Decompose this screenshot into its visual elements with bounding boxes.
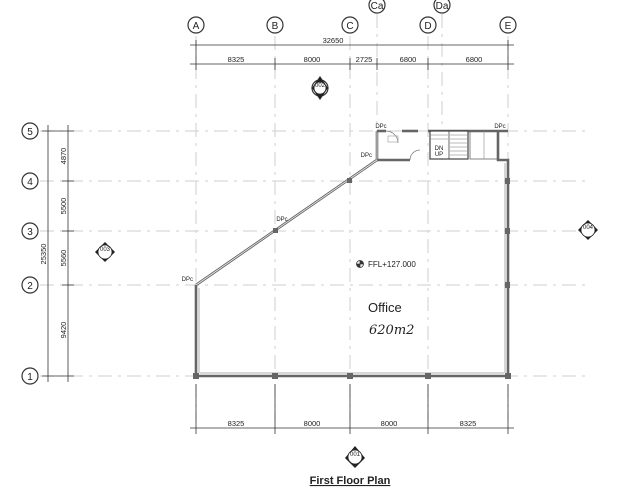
section-marker-bottom: 001 bbox=[345, 446, 365, 468]
section-ref-top: 002 bbox=[315, 83, 326, 89]
stair-up-tag: UP bbox=[435, 152, 443, 158]
bottom-dimension-string: 8325 8000 8000 8325 bbox=[190, 384, 514, 434]
row-bubble-5: 5 bbox=[21, 122, 39, 140]
section-marker-left: 003 bbox=[95, 242, 115, 262]
bottom-dimension-c-d: 8000 bbox=[381, 419, 398, 428]
column-bubble-b: B bbox=[266, 16, 284, 34]
top-total-dimension: 32650 bbox=[323, 36, 344, 45]
column-tag-a2: DPc bbox=[182, 277, 193, 283]
section-marker-right: 004 bbox=[578, 220, 598, 240]
top-dimension-c-ca: 2725 bbox=[356, 55, 373, 64]
section-ref-bottom: 001 bbox=[350, 452, 361, 458]
row-bubble-3: 3 bbox=[21, 222, 39, 240]
column-tag-ca4: DPc bbox=[361, 153, 372, 159]
column-label-b: B bbox=[272, 21, 279, 32]
column-bubble-d: D bbox=[419, 16, 437, 34]
column-label-d: D bbox=[424, 21, 431, 32]
drawing-title: First Floor Plan bbox=[310, 475, 391, 487]
column-bubble-a: A bbox=[187, 16, 205, 34]
column-bubble-da: Da bbox=[433, 0, 451, 14]
row-label-1: 1 bbox=[27, 372, 33, 383]
left-dimension-3-4: 5500 bbox=[59, 198, 68, 215]
row-bubble-2: 2 bbox=[21, 276, 39, 294]
section-ref-left: 003 bbox=[100, 247, 111, 253]
column-tag-e5: DPc bbox=[494, 124, 505, 130]
left-dimension-1-2: 9420 bbox=[59, 322, 68, 339]
left-dimension-2-3: 5560 bbox=[59, 250, 68, 267]
room-name: Office bbox=[368, 300, 402, 315]
stair-core: DN UP bbox=[385, 130, 499, 161]
column-bubble-e: E bbox=[499, 16, 517, 34]
left-total-dimension: 25350 bbox=[39, 244, 48, 265]
top-dimension-ca-d: 6800 bbox=[400, 55, 417, 64]
column-tag-ca5: DPc bbox=[375, 124, 386, 130]
row-label-5: 5 bbox=[27, 127, 33, 138]
room-area-handwritten: 620m2 bbox=[369, 323, 414, 338]
column-label-da: Da bbox=[436, 1, 449, 12]
top-dimension-string: 32650 8325 8000 2725 6800 6800 bbox=[190, 36, 514, 70]
column-tag-b3: DPc bbox=[276, 217, 287, 223]
column-label-c: C bbox=[346, 21, 353, 32]
building-outline bbox=[193, 129, 511, 379]
level-marker: FFL+127.000 bbox=[356, 260, 416, 269]
row-label-2: 2 bbox=[27, 281, 33, 292]
row-bubble-4: 4 bbox=[21, 172, 39, 190]
column-label-a: A bbox=[193, 21, 200, 32]
section-marker-top: 002 bbox=[311, 76, 329, 100]
level-label: FFL+127.000 bbox=[368, 260, 416, 269]
column-bubble-ca: Ca bbox=[368, 0, 386, 14]
top-dimension-b-c: 8000 bbox=[304, 55, 321, 64]
row-bubble-1: 1 bbox=[21, 367, 39, 385]
section-ref-right: 004 bbox=[583, 225, 594, 231]
bottom-dimension-d-e: 8325 bbox=[460, 419, 477, 428]
stair-down-tag: DN bbox=[435, 146, 444, 152]
grid-lines-vertical bbox=[195, 14, 509, 420]
left-dimension-4-5: 4870 bbox=[59, 148, 68, 165]
row-label-3: 3 bbox=[27, 227, 33, 238]
row-label-4: 4 bbox=[27, 177, 33, 188]
bottom-dimension-a-b: 8325 bbox=[228, 419, 245, 428]
left-dimension-string: 25350 4870 5500 5560 9420 bbox=[39, 125, 74, 382]
column-bubble-c: C bbox=[341, 16, 359, 34]
level-symbol-icon bbox=[356, 260, 364, 268]
column-label-ca: Ca bbox=[371, 1, 384, 12]
bottom-dimension-b-c: 8000 bbox=[304, 419, 321, 428]
top-dimension-a-b: 8325 bbox=[228, 55, 245, 64]
column-label-e: E bbox=[505, 21, 512, 32]
top-dimension-d-e: 6800 bbox=[466, 55, 483, 64]
grid-lines-horizontal bbox=[40, 130, 590, 377]
